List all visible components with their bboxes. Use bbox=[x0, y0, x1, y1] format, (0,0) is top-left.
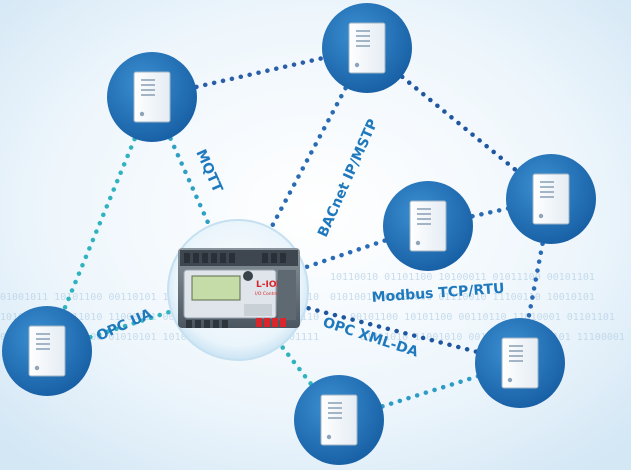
server-top-left[interactable] bbox=[107, 52, 197, 142]
link-left-hub bbox=[44, 287, 241, 354]
svg-text:00101100 10101100 00110110 110: 00101100 10101100 00110110 11010001 0110… bbox=[350, 312, 615, 323]
link-modbus bbox=[235, 223, 431, 293]
device-subtitle: I/O Controller bbox=[255, 291, 285, 297]
server-center-right[interactable] bbox=[383, 181, 473, 271]
svg-text:01010010 00100000 01110010 111: 01010010 00100000 01110010 11100110 1001… bbox=[330, 292, 595, 303]
server-left[interactable] bbox=[2, 306, 92, 396]
link-topleft-left bbox=[44, 94, 155, 354]
svg-text:10100101 01011010 11000011 001: 10100101 01011010 11000011 00111100 1001… bbox=[0, 312, 319, 323]
device-knob bbox=[243, 271, 253, 281]
central-hub: L-IOB I/O Controller bbox=[167, 219, 309, 361]
server-right[interactable] bbox=[506, 154, 596, 244]
svg-text:00110011 11001100 01010101 101: 00110011 11001100 01010101 10101010 1111… bbox=[0, 332, 319, 343]
svg-text:01001011 10101100 00110101 110: 01001011 10101100 00110101 11010010 0110… bbox=[0, 292, 319, 303]
svg-text:10110010 01101100 10100011 010: 10110010 01101100 10100011 01011100 0010… bbox=[330, 272, 595, 283]
server-nodes bbox=[2, 3, 596, 465]
device-screen bbox=[191, 275, 241, 301]
link-opcxml bbox=[235, 287, 523, 366]
device-brand: L-IOB bbox=[256, 280, 283, 290]
server-bottom-right[interactable] bbox=[475, 318, 565, 408]
io-controller-device: L-IOB I/O Controller bbox=[178, 248, 300, 328]
link-centerright-right bbox=[425, 196, 554, 229]
server-top-center[interactable] bbox=[322, 3, 412, 93]
server-bottom[interactable] bbox=[294, 375, 384, 465]
